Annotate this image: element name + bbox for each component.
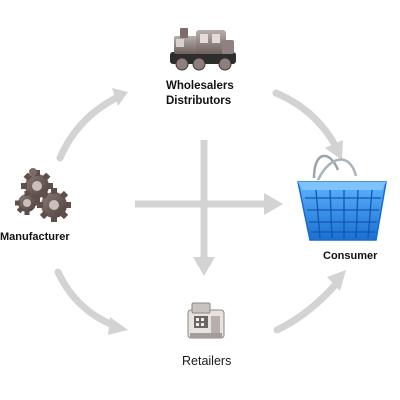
arrow-manufacturer-to-retailers: [54, 268, 128, 335]
arrow-wholesalers-to-retailers: [193, 140, 215, 276]
locomotive-icon: [170, 28, 236, 71]
arrow-manufacturer-to-wholesalers: [56, 88, 128, 162]
cash-register-icon: [187, 302, 225, 339]
shopping-basket-icon: [297, 154, 387, 241]
wholesalers-label: Wholesalers: [166, 80, 234, 92]
wholesalers-distributors-label: Wholesalers Distributors: [166, 79, 234, 109]
arrow-retailers-to-consumer: [273, 270, 346, 334]
gears-icon: [15, 168, 71, 222]
retailers-label: Retailers: [182, 354, 232, 368]
consumer-label: Consumer: [323, 250, 378, 262]
arrow-manufacturer-to-consumer: [135, 193, 283, 215]
distributors-label: Distributors: [166, 95, 232, 107]
manufacturer-label: Manufacturer: [0, 231, 70, 243]
arrow-wholesalers-to-consumer: [272, 89, 343, 160]
